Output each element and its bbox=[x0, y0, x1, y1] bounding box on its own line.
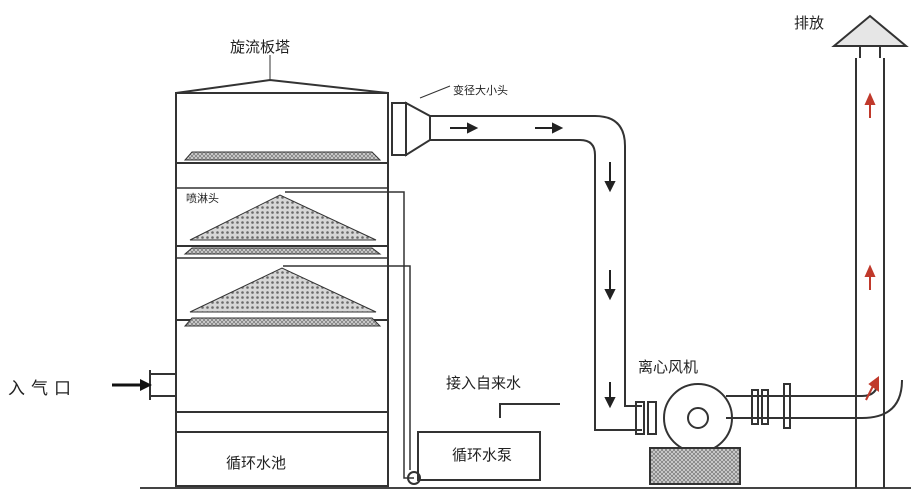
exhaust-duct bbox=[430, 115, 642, 431]
reducer-fitting bbox=[391, 85, 451, 157]
fan-base bbox=[649, 447, 741, 485]
centrifugal-fan bbox=[635, 383, 741, 485]
cyclone-plate bbox=[183, 151, 382, 161]
cyclone-plate bbox=[183, 247, 382, 255]
label-pool: 循环水池 bbox=[226, 454, 287, 472]
water-supply-pipe bbox=[499, 403, 560, 418]
duct-flow-arrows bbox=[450, 122, 616, 409]
inlet-arrow bbox=[112, 379, 152, 391]
exhaust-stack bbox=[831, 14, 909, 488]
cyclone-plate-tower bbox=[175, 55, 389, 487]
stack-flow-arrows bbox=[864, 92, 879, 401]
label-tower: 旋流板塔 bbox=[230, 38, 291, 56]
label-reducer: 变径大小头 bbox=[453, 84, 508, 97]
gas-inlet-pipe bbox=[149, 370, 176, 400]
tower-roof bbox=[175, 78, 389, 94]
label-water-supply: 接入自来水 bbox=[446, 374, 522, 392]
packing-cone bbox=[189, 267, 377, 313]
label-fan: 离心风机 bbox=[638, 358, 699, 376]
label-inlet: 入气口 bbox=[8, 379, 77, 399]
cyclone-plates bbox=[176, 151, 388, 327]
cyclone-plate bbox=[183, 317, 382, 327]
label-pump: 循环水泵 bbox=[452, 446, 513, 464]
label-sprayer: 喷淋头 bbox=[186, 192, 219, 205]
label-exhaust: 排放 bbox=[794, 14, 825, 32]
circulation-pump bbox=[407, 431, 541, 485]
packing-cone bbox=[189, 194, 377, 241]
stack-cap bbox=[831, 14, 909, 47]
tower-body bbox=[175, 92, 389, 487]
